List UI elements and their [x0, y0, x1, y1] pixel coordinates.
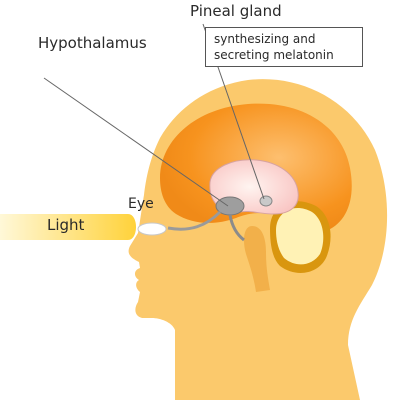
- brain-stem: [244, 226, 270, 292]
- pineal-gland-shape: [259, 195, 273, 207]
- pineal-description-line-1: synthesizing and: [214, 32, 316, 46]
- pineal-description-line-2: secreting melatonin: [214, 48, 334, 62]
- hypothalamus-label: Hypothalamus: [38, 34, 147, 52]
- light-label: Light: [47, 216, 85, 234]
- eye-label: Eye: [128, 196, 154, 212]
- light-beam: [0, 214, 136, 240]
- eye-icon: [137, 222, 167, 236]
- optic-nerve: [167, 210, 222, 231]
- pineal-description-box: synthesizing and secreting melatonin: [205, 27, 363, 67]
- pineal-gland-label: Pineal gland: [190, 2, 282, 20]
- cerebellum-inner: [276, 208, 324, 265]
- hypothalamus-pointer: [43, 77, 229, 207]
- stalk: [228, 214, 245, 242]
